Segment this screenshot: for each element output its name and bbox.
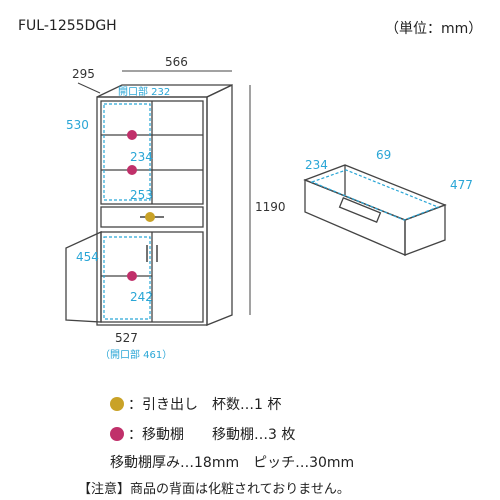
height-dim: 1190: [255, 200, 286, 214]
lower-shelf-width-dim: 253: [130, 188, 153, 202]
lower-inner-dim: 242: [130, 290, 153, 304]
drawer-dim-b: 69: [376, 148, 392, 162]
unit-label: （単位：mm）: [385, 21, 483, 37]
bottom-opening-dim: （開口部 461）: [100, 350, 173, 361]
drawer-icon: [110, 397, 124, 411]
note-text: 【注意】商品の背面は化粧されておりません。: [78, 482, 350, 497]
depth-dim: 295: [72, 67, 95, 81]
width-dim: 566: [165, 55, 188, 69]
upper-opening-dim: 開口部 232: [118, 87, 171, 98]
legend-shelf-detail: 移動棚厚み…18mm ピッチ…30mm: [110, 455, 355, 471]
legend-shelf-text: ：移動棚 移動棚…3 枚: [128, 427, 296, 443]
bottom-width-dim: 527: [115, 331, 138, 345]
lower-height-dim: 454: [76, 250, 99, 264]
upper-height-dim: 530: [66, 118, 89, 132]
legend-drawer-text: ：引き出し 杯数…1 杯: [128, 397, 282, 413]
drawer-dim-c: 477: [450, 178, 473, 192]
shelf-icon: [110, 427, 124, 441]
shelf-width-dim: 234: [130, 150, 153, 164]
model-title: FUL-1255DGH: [18, 18, 117, 34]
legend-shelf: ：移動棚 移動棚…3 枚: [110, 424, 295, 444]
drawer-dim-a: 234: [305, 158, 328, 172]
legend-drawer: ：引き出し 杯数…1 杯: [110, 394, 281, 414]
